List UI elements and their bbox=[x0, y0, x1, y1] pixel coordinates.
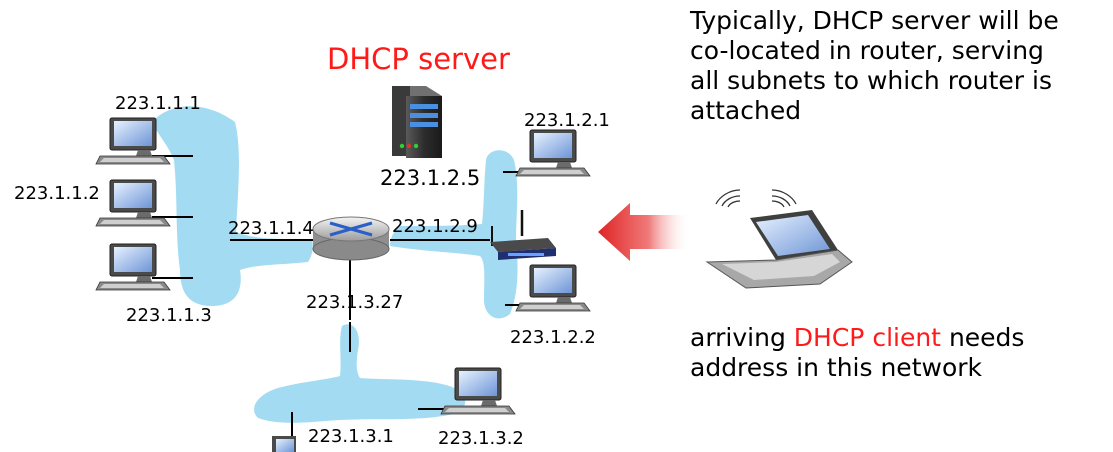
wireless-access-point-icon bbox=[490, 210, 556, 260]
host-223-1-3-1-icon bbox=[272, 436, 296, 452]
note-line-4: attached bbox=[690, 96, 802, 125]
host-223-1-2-2-label: 223.1.2.2 bbox=[510, 327, 596, 348]
router-icon bbox=[312, 216, 390, 261]
laptop-icon bbox=[705, 210, 853, 289]
client-note-line-1: arriving DHCP client needs bbox=[690, 323, 1024, 353]
host-223-1-1-2-label: 223.1.1.2 bbox=[14, 183, 100, 204]
dhcp-server-title: DHCP server bbox=[327, 42, 510, 76]
host-223-1-3-1-label: 223.1.3.1 bbox=[308, 426, 394, 447]
router-interface-223-1-1-4-label: 223.1.1.4 bbox=[228, 218, 314, 239]
host-223-1-1-3-label: 223.1.1.3 bbox=[126, 305, 212, 326]
client-note-suffix: needs bbox=[941, 323, 1025, 352]
host-223-1-1-3-icon bbox=[95, 243, 171, 291]
arrival-arrow bbox=[598, 203, 690, 261]
host-223-1-1-2-icon bbox=[95, 179, 171, 227]
dhcp-client-note: arriving DHCP client needs address in th… bbox=[690, 323, 1024, 383]
wireless-signal-icon bbox=[715, 189, 797, 208]
subnet-2-area bbox=[390, 150, 518, 319]
dhcp-server-note: Typically, DHCP server will be co-locate… bbox=[690, 6, 1059, 126]
subnet-1-area bbox=[152, 106, 313, 306]
router-interface-223-1-3-27-label: 223.1.3.27 bbox=[306, 292, 404, 313]
host-223-1-2-1-icon bbox=[515, 129, 591, 177]
subnet-3-area bbox=[254, 324, 466, 423]
note-line-3: all subnets to which router is bbox=[690, 66, 1052, 95]
host-223-1-2-1-label: 223.1.2.1 bbox=[524, 110, 610, 131]
note-line-1: Typically, DHCP server will be bbox=[690, 6, 1059, 35]
client-note-highlight: DHCP client bbox=[793, 323, 941, 352]
host-223-1-2-2-icon bbox=[515, 264, 591, 312]
note-line-2: co-located in router, serving bbox=[690, 36, 1044, 65]
server-tower-icon bbox=[392, 86, 442, 158]
host-223-1-3-2-label: 223.1.3.2 bbox=[438, 428, 524, 449]
client-note-line-2: address in this network bbox=[690, 353, 982, 382]
server-223-1-2-5-label: 223.1.2.5 bbox=[380, 166, 481, 190]
router-interface-223-1-2-9-label: 223.1.2.9 bbox=[392, 216, 478, 237]
client-note-prefix: arriving bbox=[690, 323, 794, 352]
host-223-1-1-1-label: 223.1.1.1 bbox=[115, 93, 201, 114]
